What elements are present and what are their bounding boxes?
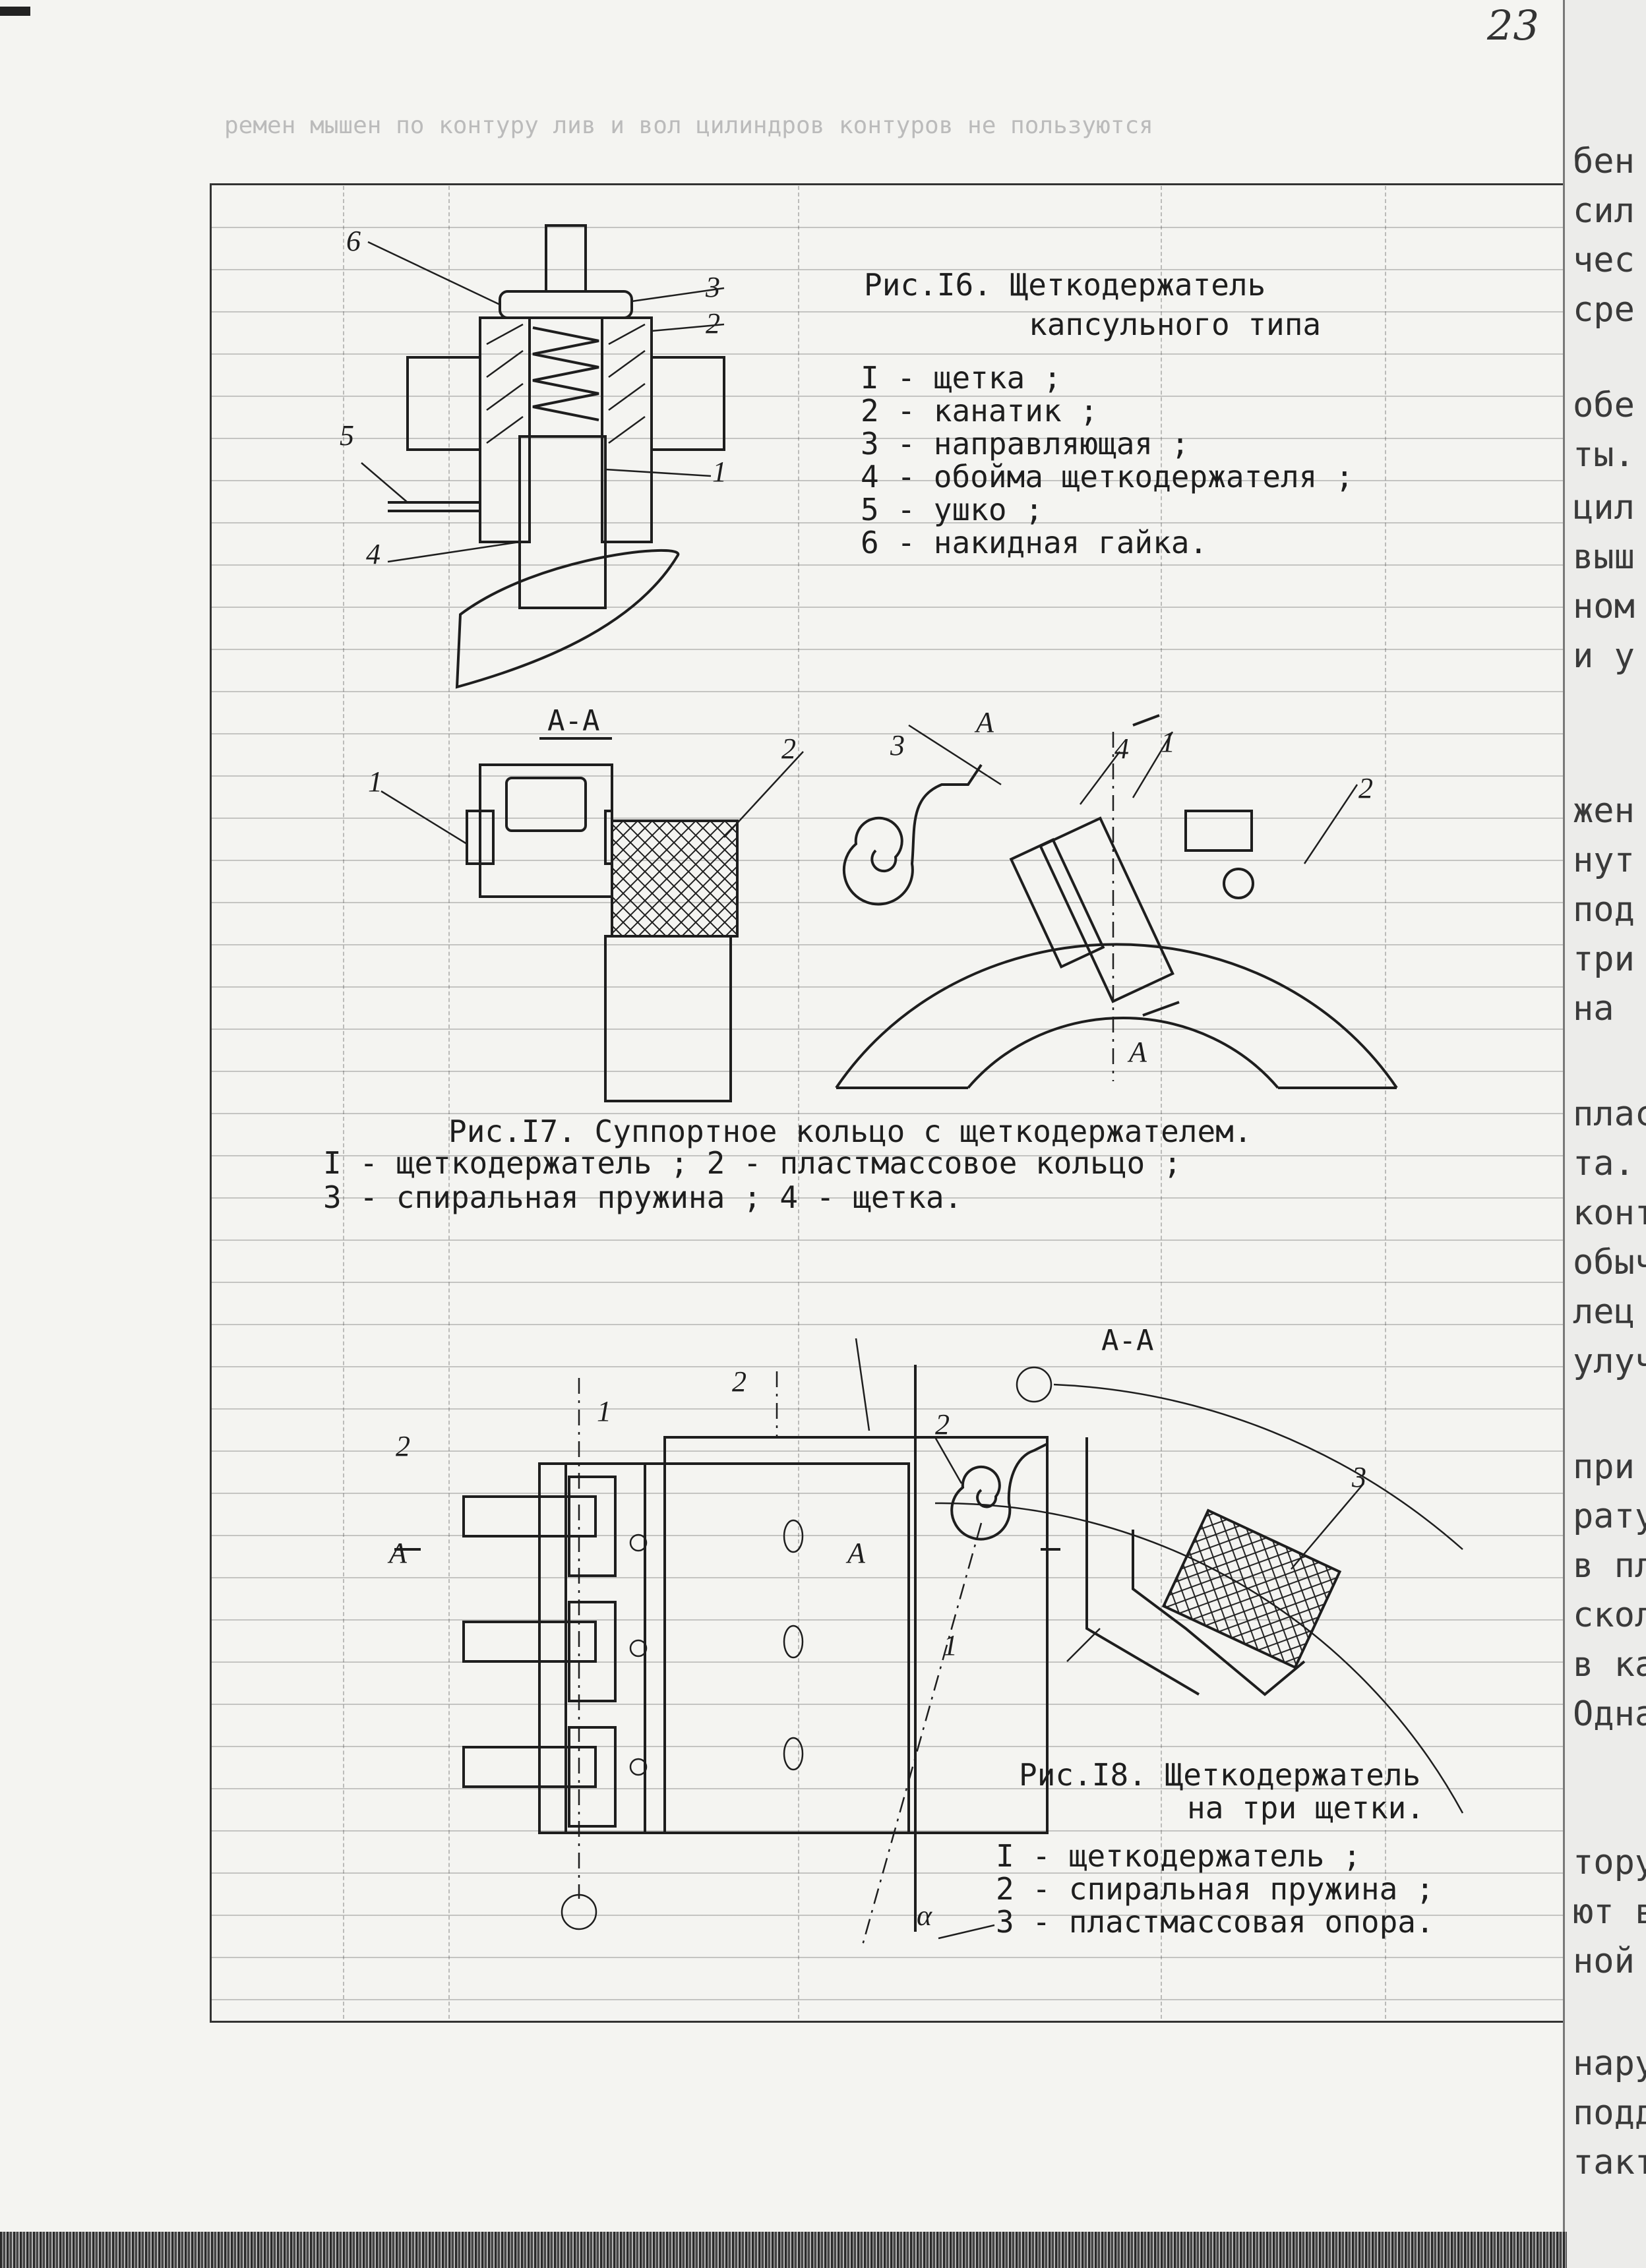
margin-fragment: обе [1573, 386, 1635, 425]
fig16-callout-6: 6 [346, 225, 361, 257]
margin-fragment: такт [1573, 2143, 1646, 2182]
margin-fragment: ной [1573, 1942, 1635, 1981]
margin-fragment: нут [1573, 841, 1635, 880]
fig16-legend-item: I - щетка ; [861, 360, 1062, 396]
fig17-callout-4: 4 [1114, 732, 1129, 765]
margin-fragment: и у [1573, 636, 1635, 676]
fig16-callout-1: 1 [712, 456, 727, 488]
margin-fragment: в ка [1573, 1645, 1646, 1685]
margin-fragment: ют в [1573, 1892, 1646, 1932]
margin-fragment: жен [1573, 791, 1635, 831]
fig16-legend-item: 6 - накидная гайка. [861, 525, 1208, 560]
fig18-legend-item: I - щеткодержатель ; [996, 1838, 1361, 1874]
margin-fragment: выш [1573, 537, 1635, 577]
margin-fragment: при [1573, 1447, 1635, 1487]
fig16-legend-item: 4 - обойма щеткодержателя ; [861, 459, 1354, 494]
fig17-callout-1b: 1 [1161, 726, 1175, 758]
page-number: 23 [1487, 1, 1539, 49]
grid-vline [1385, 186, 1386, 2019]
fig17-caption-line3: 3 - спиральная пружина ; 4 - щетка. [323, 1179, 963, 1215]
fig16-legend-item: 3 - направляющая ; [861, 426, 1190, 462]
margin-fragment: та. [1573, 1144, 1635, 1183]
fig18-angle-label: α [917, 1899, 932, 1932]
fig17-callout-2: 2 [781, 732, 796, 765]
margin-fragment: обыч [1573, 1243, 1646, 1282]
fig18-callout-3: 2 [732, 1365, 747, 1398]
margin-fragment: цил [1573, 488, 1635, 527]
fig16-callout-5: 5 [340, 419, 354, 452]
fig18-cut-label-left: А [389, 1537, 407, 1569]
bleed-through-text: ремен мышен по контуру лив и вол цилиндр… [224, 112, 1153, 139]
fig16-caption-line2: капсульного типа [1029, 307, 1322, 342]
margin-fragment: улуч [1573, 1342, 1646, 1381]
fig18-drawing [394, 1338, 1464, 1946]
margin-fragment: рату [1573, 1497, 1646, 1536]
fig17-caption-line1: Рис.I7. Суппортное кольцо с щеткодержате… [448, 1114, 1252, 1149]
fig17-callout-1: 1 [368, 765, 382, 798]
margin-fragment: под [1573, 890, 1635, 930]
fig17-drawing [381, 714, 1398, 1102]
grid-vline [448, 186, 450, 2019]
fig18-callout-3b: 3 [1352, 1461, 1366, 1493]
margin-fragment: лец [1573, 1292, 1635, 1332]
fig16-callout-3: 3 [706, 271, 720, 303]
fig18-section-label: А-А [1101, 1324, 1154, 1358]
margin-fragment: конт [1573, 1193, 1646, 1233]
fig16-drawing [361, 224, 725, 689]
margin-fragment: сколь [1573, 1596, 1646, 1635]
fig16-legend-item: 5 - ушко ; [861, 492, 1043, 527]
grid-vline [343, 186, 344, 2019]
fig16-caption-line1: Рис.I6. Щеткодержатель [864, 267, 1266, 303]
grid-vline [798, 186, 799, 2019]
fig17-callout-2b: 2 [1358, 772, 1373, 804]
fig18-callout-2: 2 [396, 1430, 410, 1462]
margin-fragment: ты. [1573, 435, 1635, 475]
fig18-callout-1b: 1 [943, 1629, 958, 1661]
scan-bottom-edge [0, 2232, 1567, 2268]
fig18-callout-1: 1 [597, 1395, 611, 1427]
fig18-cut-label-right: А [847, 1537, 865, 1569]
margin-fragment: подд [1573, 2093, 1646, 2133]
margin-fragment: тору [1573, 1843, 1646, 1882]
margin-fragment: сил [1573, 191, 1635, 231]
margin-fragment: бен [1573, 142, 1635, 181]
fig17-cut-label-top: А [976, 706, 994, 738]
margin-fragment: Одна [1573, 1694, 1646, 1734]
fig17-cut-label-bottom: А [1129, 1036, 1147, 1068]
margin-fragment: чес [1573, 241, 1635, 280]
fig18-legend-item: 2 - спиральная пружина ; [996, 1871, 1434, 1907]
grid-vline [1161, 186, 1162, 2019]
fig17-section-label: А-А [547, 704, 600, 738]
fig17-caption-line2: I - щеткодержатель ; 2 - пластмассовое к… [323, 1145, 1182, 1181]
fig17-callout-3: 3 [890, 729, 905, 761]
fig18-callout-2b: 2 [935, 1408, 950, 1441]
margin-fragment: плас [1573, 1094, 1646, 1134]
margin-fragment: на [1573, 989, 1614, 1029]
fig16-legend-item: 2 - канатик ; [861, 393, 1099, 429]
margin-fragment: нару [1573, 2044, 1646, 2083]
fig18-caption-line1: Рис.I8. Щеткодержатель [1019, 1757, 1421, 1793]
fig18-caption-line2: на три щетки. [1187, 1790, 1425, 1826]
fig16-callout-4: 4 [366, 538, 381, 570]
margin-fragment: три [1573, 940, 1635, 979]
corner-scan-mark [0, 7, 30, 16]
margin-fragment: в пл [1573, 1546, 1646, 1586]
fig16-callout-2: 2 [706, 307, 720, 340]
margin-fragment: сре [1573, 290, 1635, 330]
fig18-legend-item: 3 - пластмассовая опора. [996, 1904, 1434, 1940]
margin-fragment: ном [1573, 587, 1635, 626]
adjacent-page-edge: бен сил чес сре обе ты. цил выш ном и у … [1563, 0, 1646, 2268]
